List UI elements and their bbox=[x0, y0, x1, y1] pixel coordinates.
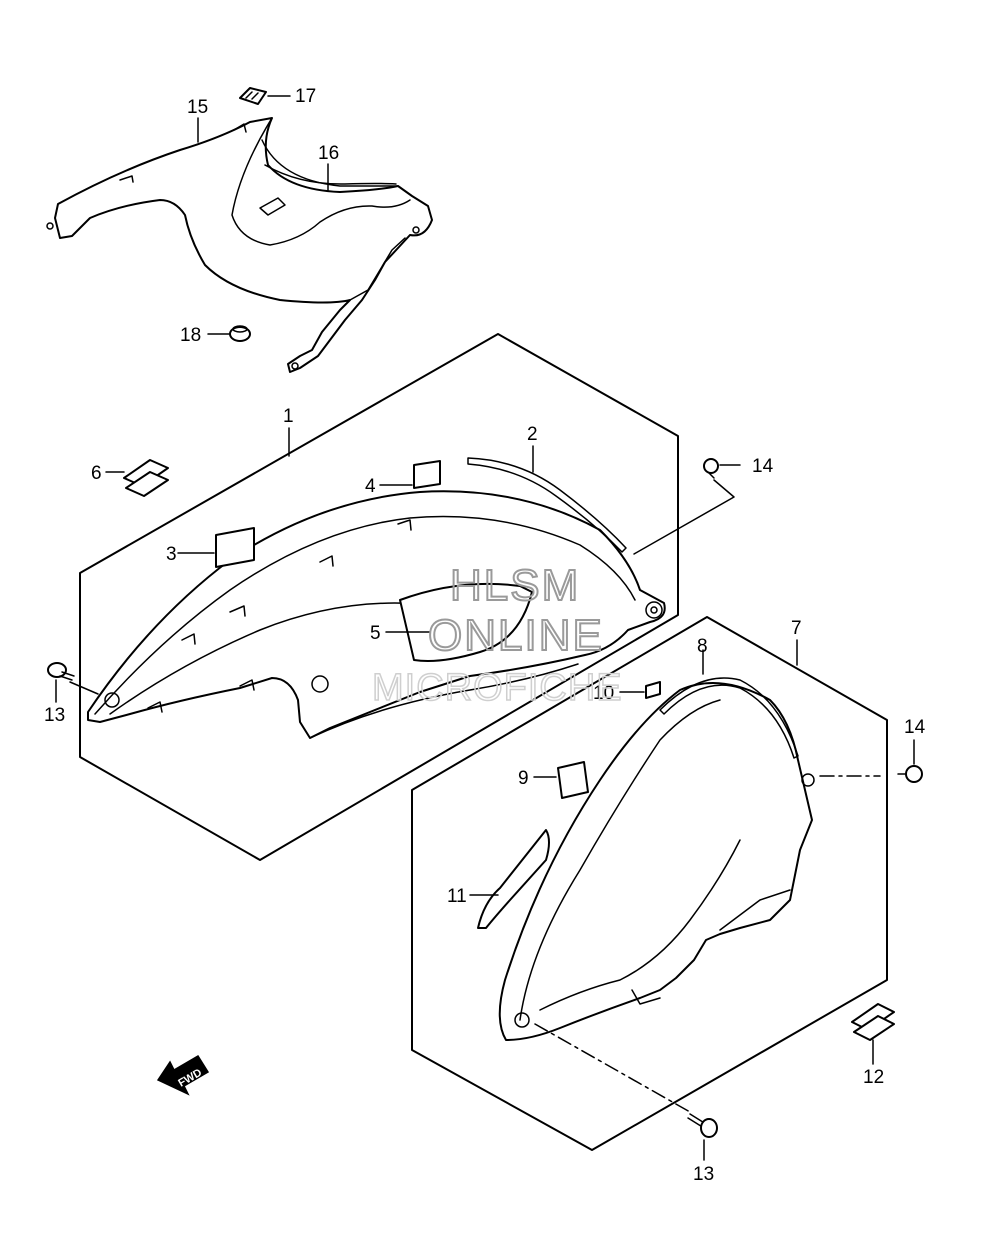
callout-18: 18 bbox=[180, 325, 201, 346]
callout-4: 4 bbox=[365, 476, 376, 497]
left-side-cover bbox=[47, 445, 741, 739]
watermark-line-3: MICROFICHE bbox=[372, 667, 623, 709]
callout-3: 3 bbox=[166, 544, 177, 565]
part-14-clip-top bbox=[703, 458, 719, 479]
part-13-screw-right bbox=[687, 1113, 718, 1138]
part-2-strip bbox=[467, 457, 627, 553]
callout-11: 11 bbox=[447, 886, 467, 907]
callout-1: 1 bbox=[283, 406, 294, 427]
callout-6: 6 bbox=[91, 463, 102, 484]
part-8-strip bbox=[659, 677, 799, 759]
part-18-grommet bbox=[229, 325, 251, 342]
callout-13-right: 13 bbox=[693, 1164, 714, 1185]
callout-9: 9 bbox=[518, 768, 529, 789]
callout-15: 15 bbox=[187, 97, 208, 118]
part-5-panel bbox=[399, 582, 533, 662]
watermark-line-1: HLSM bbox=[450, 561, 580, 610]
part-16-trim bbox=[264, 164, 397, 185]
part-14-clip-right bbox=[897, 765, 923, 783]
callout-17: 17 bbox=[295, 86, 316, 107]
part-1-cowl bbox=[87, 490, 666, 739]
part-9-label bbox=[557, 761, 589, 799]
assembly-box-7 bbox=[411, 616, 888, 1151]
part-17-emblem bbox=[239, 87, 267, 105]
part-7-cowl bbox=[498, 681, 813, 1041]
part-12-emblem bbox=[851, 1003, 895, 1041]
part-13-screw-left bbox=[47, 662, 75, 681]
callout-13-left: 13 bbox=[44, 705, 65, 726]
upper-cover-assembly bbox=[46, 87, 433, 373]
part-10-label bbox=[645, 681, 661, 699]
part-6-emblem bbox=[123, 459, 169, 497]
assembly-box-1 bbox=[79, 333, 679, 861]
part-4-label bbox=[413, 460, 441, 489]
callout-16: 16 bbox=[318, 143, 339, 164]
right-side-cover bbox=[469, 649, 923, 1161]
callout-12: 12 bbox=[863, 1067, 884, 1088]
callout-14-top: 14 bbox=[752, 456, 774, 477]
callout-10: 10 bbox=[593, 683, 614, 704]
callout-7: 7 bbox=[791, 618, 802, 639]
part-11-panel bbox=[477, 829, 550, 929]
callout-2: 2 bbox=[527, 424, 538, 445]
callout-14-right: 14 bbox=[904, 717, 926, 738]
watermark: HLSM ONLINE MICROFICHE bbox=[371, 560, 623, 710]
callout-labels: 1 2 3 4 5 6 7 8 9 10 11 12 13 13 14 14 1… bbox=[44, 86, 926, 1185]
callout-5: 5 bbox=[370, 623, 381, 644]
fwd-arrow-icon: FWD bbox=[156, 1054, 210, 1096]
callout-8: 8 bbox=[697, 636, 708, 657]
part-15-cover bbox=[54, 117, 433, 373]
watermark-line-2: ONLINE bbox=[428, 611, 604, 660]
part-3-label bbox=[215, 527, 255, 568]
